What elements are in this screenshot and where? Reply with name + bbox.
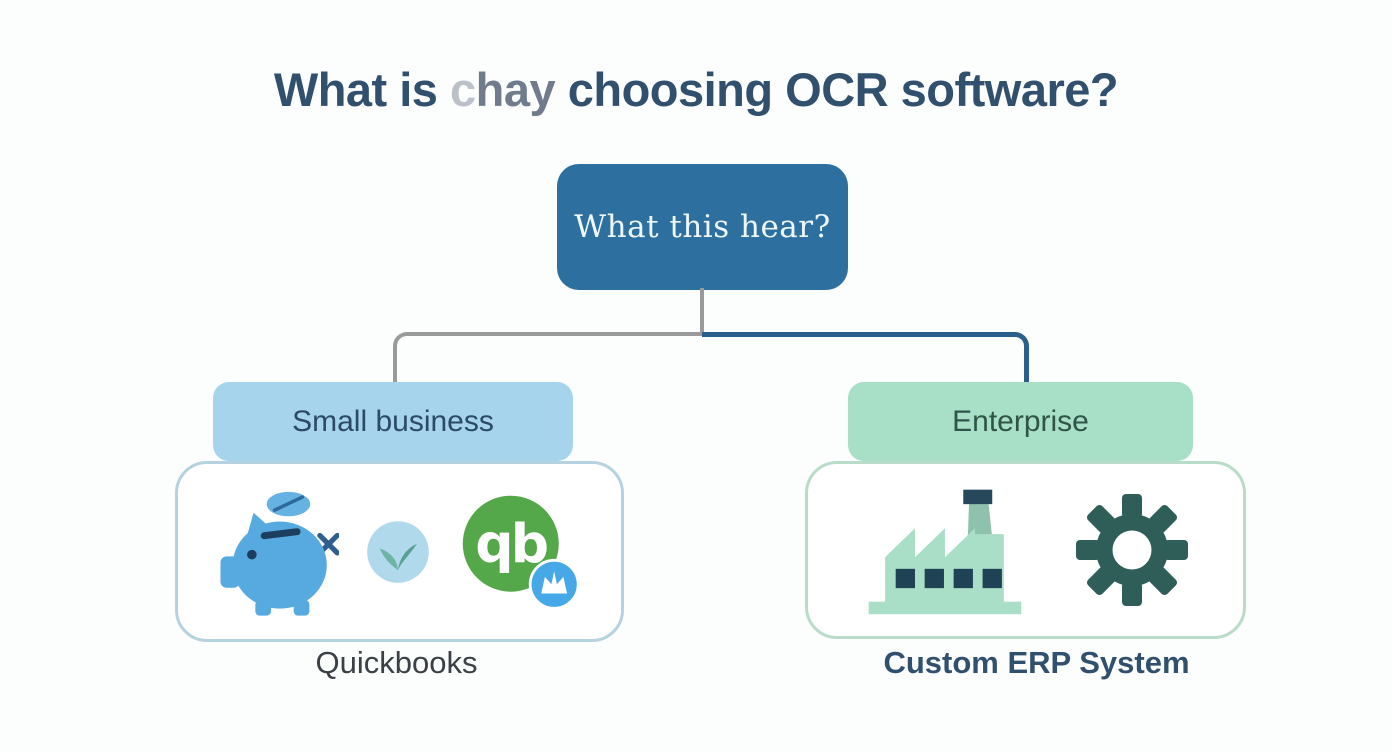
page-title: What is chay choosing OCR software? <box>0 62 1392 117</box>
small-business-icon-card: qb <box>175 461 624 642</box>
connector-right-branch <box>702 332 1029 387</box>
gear-icon <box>1071 489 1193 611</box>
node-small-business: Small business <box>213 382 573 461</box>
quickbooks-logo: qb <box>457 492 583 612</box>
enterprise-icon-card <box>805 461 1246 639</box>
caption-custom-erp: Custom ERP System <box>883 645 1190 680</box>
node-small-business-label: Small business <box>292 404 494 438</box>
connector-root-stub <box>700 288 704 334</box>
root-node-label: What this hear? <box>574 209 831 245</box>
node-enterprise: Enterprise <box>848 382 1193 461</box>
node-enterprise-label: Enterprise <box>952 404 1089 438</box>
title-garbled-c: c <box>450 63 476 116</box>
connector-left-branch <box>393 332 706 386</box>
caption-quickbooks: Quickbooks <box>315 645 478 680</box>
piggy-bank-icon <box>217 482 339 622</box>
quickbooks-logo-text: qb <box>475 512 547 575</box>
title-garbled-rest: hay <box>475 63 556 116</box>
title-prefix: What is <box>273 63 451 116</box>
leaf-icon <box>365 519 431 585</box>
title-suffix: choosing OCR software? <box>555 63 1119 116</box>
factory-icon <box>859 480 1027 620</box>
root-decision-node: What this hear? <box>557 164 848 290</box>
